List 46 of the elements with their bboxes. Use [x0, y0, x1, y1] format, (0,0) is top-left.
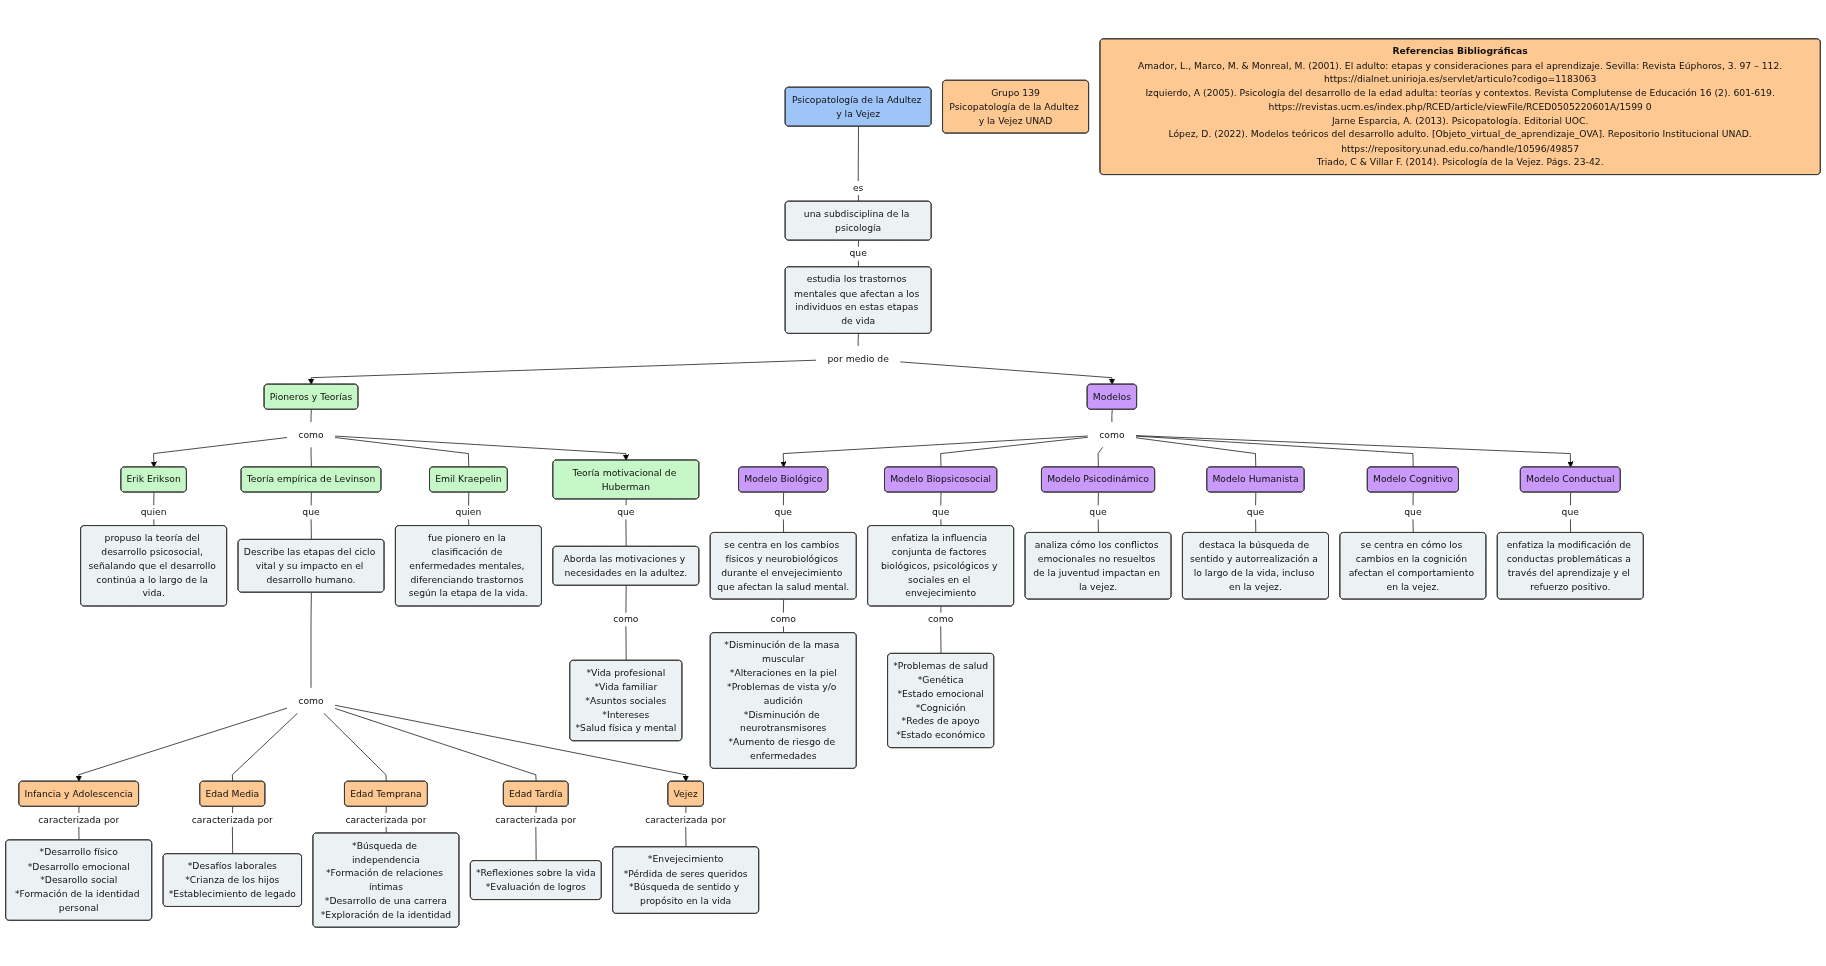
connector — [310, 409, 312, 423]
edge-label: que — [1561, 506, 1579, 518]
edge-label: quien — [140, 506, 167, 518]
edge-label: que — [1246, 506, 1265, 518]
connector — [625, 498, 627, 547]
edge-label: que — [931, 506, 950, 518]
edge-label: caracterizada por — [191, 814, 273, 825]
connector — [1097, 446, 1104, 468]
connector — [1412, 492, 1414, 534]
connector — [1097, 492, 1099, 534]
connector — [857, 333, 859, 347]
connector — [1255, 492, 1257, 534]
edge-label: que — [617, 506, 635, 518]
node-text: como — [298, 695, 324, 706]
node-text: como — [298, 429, 324, 440]
edge-label: es — [852, 182, 864, 193]
connector — [1135, 435, 1414, 468]
connector — [1111, 409, 1113, 423]
node-text: como — [1099, 429, 1125, 440]
edge-label: quien — [455, 506, 482, 518]
edge-label: que — [302, 506, 320, 518]
connector — [1569, 492, 1571, 534]
edge-label: caracterizada por — [645, 814, 727, 825]
edge-label: caracterizada por — [495, 814, 577, 825]
edge-label: que — [849, 247, 867, 259]
edge-label: que — [774, 506, 792, 518]
edge-label: que — [1089, 506, 1107, 518]
connector — [323, 712, 387, 782]
edge-label: que — [1404, 506, 1422, 518]
edge-label: caracterizada por — [38, 814, 120, 825]
connector — [857, 126, 859, 202]
connector — [310, 592, 312, 689]
edge-label: como — [927, 613, 954, 625]
connector — [782, 492, 784, 534]
edge-label: caracterizada por — [345, 814, 427, 825]
connector — [334, 708, 537, 782]
connector — [1135, 437, 1257, 468]
node-text: por medio de — [827, 353, 889, 364]
edge-label: como — [613, 613, 639, 625]
edge-label: como — [770, 613, 796, 625]
connector — [857, 240, 859, 268]
connector — [310, 492, 312, 541]
connector — [334, 437, 470, 468]
connector — [940, 436, 1089, 468]
connector — [231, 712, 299, 782]
connector — [940, 492, 942, 527]
